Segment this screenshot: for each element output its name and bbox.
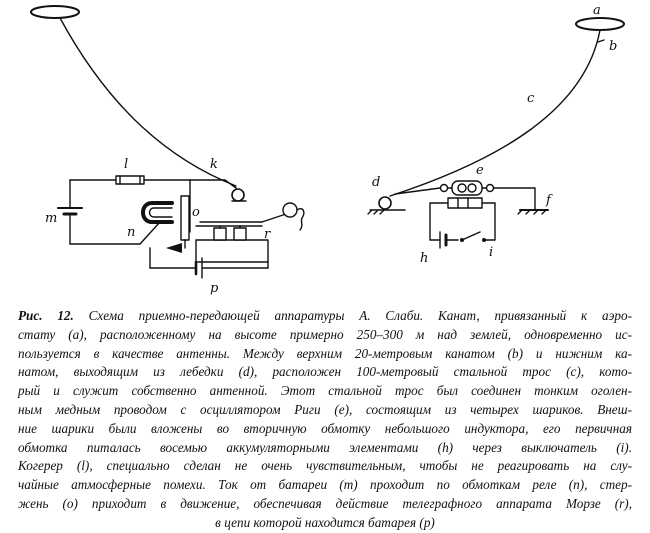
label-p: p [210, 281, 219, 296]
caption-line-10: чайные атмосферные помехи. Ток от батаре… [18, 477, 632, 493]
right-antenna-cable [389, 29, 601, 197]
caption-line-8: обмотка питалась восемью аккумуляторными… [18, 439, 632, 455]
left-balloon [30, 5, 80, 19]
label-m: m [45, 211, 57, 226]
figure-number: Рис. 12. [18, 308, 74, 323]
label-k: k [210, 157, 218, 172]
label-c: c [527, 91, 535, 106]
relay-rod [180, 195, 190, 241]
label-n: n [127, 225, 135, 240]
label-e: e [476, 163, 484, 178]
right-balloon [575, 17, 625, 31]
label-i: i [489, 245, 493, 260]
relay-magnet [141, 201, 174, 224]
figure-caption: Рис. 12. Схема приемно-передающей аппара… [18, 307, 632, 533]
label-d: d [372, 175, 380, 190]
label-h: h [420, 251, 428, 266]
caption-line-4: натом, выходящим из лебедки (d), располо… [18, 364, 632, 380]
label-a: a [593, 3, 601, 18]
caption-line-5: рый и служит собственно антенной. Этот с… [18, 383, 632, 399]
inductor [447, 197, 483, 209]
left-winch [231, 188, 245, 202]
caption-line-1: Рис. 12. Схема приемно-передающей аппара… [18, 308, 632, 323]
righi-oscillator [439, 180, 495, 196]
caption-line-2: стату (а), расположенному на высоте прим… [18, 326, 632, 342]
label-l: l [124, 157, 128, 172]
label-o: o [192, 205, 200, 220]
tape-reel [282, 202, 298, 218]
left-antenna-cable [59, 17, 237, 187]
morse-apparatus [195, 239, 269, 263]
label-b: b [609, 39, 617, 54]
apparatus-figure: a b c d e f h i k l m n o p r [30, 3, 625, 296]
caption-line-3: пользуется в качестве антенны. Между вер… [18, 345, 632, 361]
caption-line-12: в цепи которой находится батарея (p) [215, 514, 435, 530]
right-winch [378, 196, 392, 210]
label-r: r [264, 227, 271, 242]
caption-line-11: жень (о) приходит в движение, обеспечива… [18, 495, 632, 511]
transmitter-diagram [367, 17, 625, 249]
label-f: f [545, 193, 553, 208]
receiver-diagram [30, 5, 305, 279]
caption-line-9: Когерер (l), специально сделан не очень … [18, 458, 632, 474]
caption-line-7: ние шарики были вложены во вторичную обм… [18, 420, 632, 436]
caption-line-6: ным медным проводом с осциллятором Риги … [18, 401, 632, 417]
